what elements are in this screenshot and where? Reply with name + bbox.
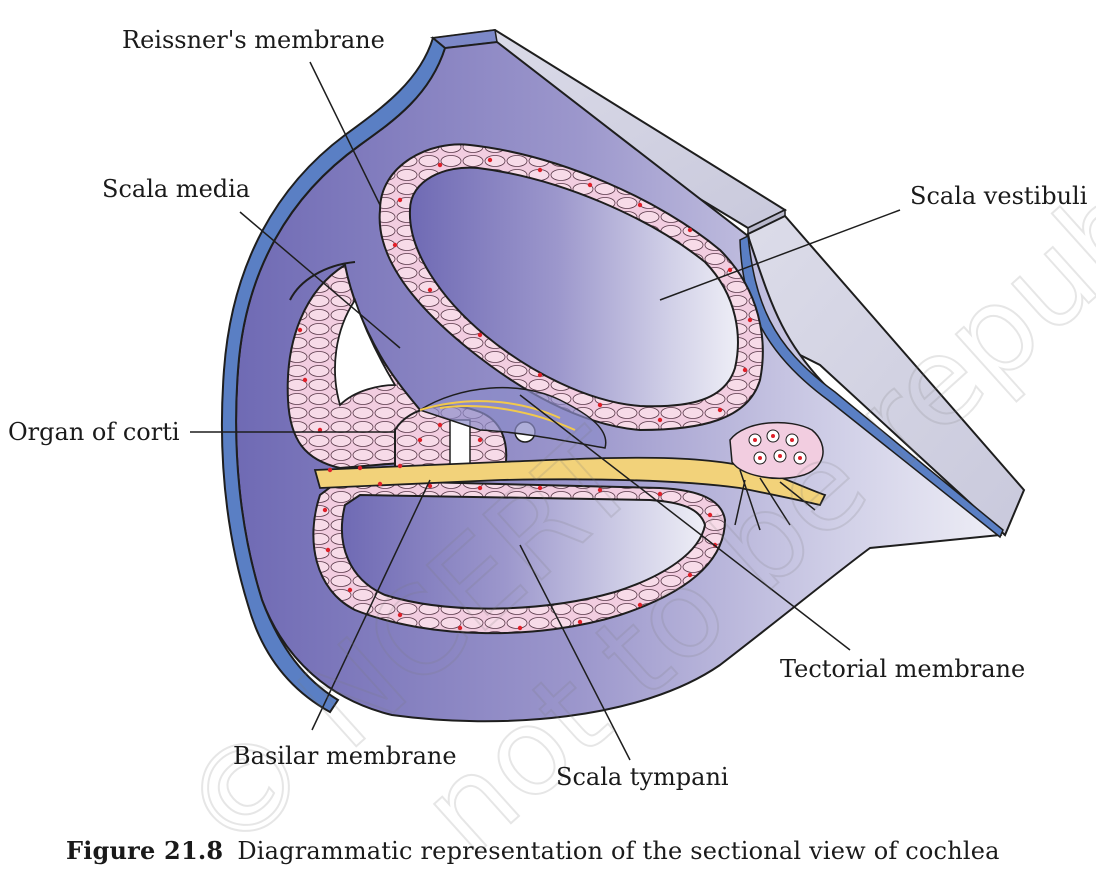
scala-vestibuli-wall — [378, 143, 764, 432]
figure-number: Figure 21.8 — [66, 836, 224, 865]
label-scala-vestibuli: Scala vestibuli — [910, 182, 1088, 210]
label-basilar-membrane: Basilar membrane — [233, 742, 457, 770]
label-tectorial-membrane: Tectorial membrane — [780, 655, 1026, 683]
label-reissners-membrane: Reissner's membrane — [122, 26, 385, 54]
tectorial-membrane — [418, 386, 607, 449]
scala-tympani-wall — [312, 478, 727, 635]
leader-lines — [190, 61, 901, 761]
label-scala-tympani: Scala tympani — [556, 763, 729, 791]
cell-nuclei — [297, 157, 802, 631]
figure-caption: Figure 21.8 Diagrammatic representation o… — [66, 836, 1000, 865]
label-organ-of-corti: Organ of corti — [8, 418, 180, 446]
label-scala-media: Scala media — [102, 175, 251, 203]
caption-text: Diagrammatic representation of the secti… — [237, 837, 1000, 865]
